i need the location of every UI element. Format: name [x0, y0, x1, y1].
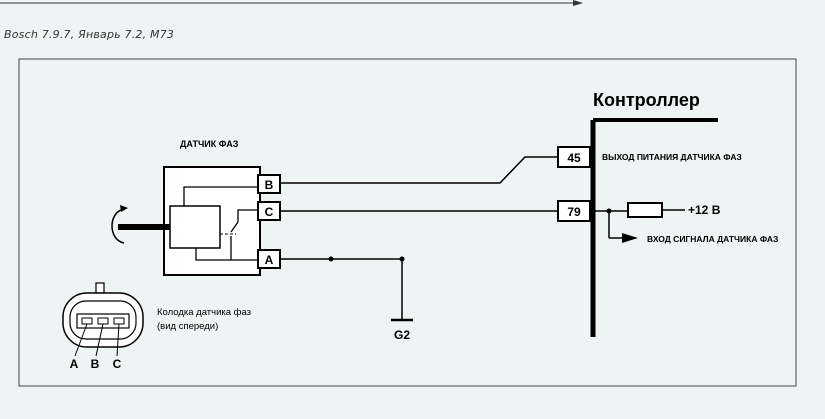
connector-label-line2: (вид спереди) [157, 321, 218, 332]
connector-pin-c: C [113, 357, 122, 371]
sensor-internal-a [195, 248, 258, 261]
sensor-internal-c [237, 209, 258, 222]
ground-label: G2 [394, 328, 410, 342]
sensor-internal-b [183, 186, 258, 206]
terminal-b-label: B [265, 178, 274, 192]
terminal-a-label: A [265, 253, 274, 267]
terminal-c-label: C [265, 205, 274, 219]
connector-pin-a: A [70, 357, 79, 371]
connector-lead-c [116, 323, 120, 357]
top-arrow-line [0, 0, 583, 6]
sensor-switch [230, 221, 239, 233]
supply-label: +12 В [688, 203, 721, 217]
pin-45-number: 45 [567, 151, 581, 165]
connector-socket-b [97, 317, 109, 325]
signal-arrow-head [622, 233, 638, 243]
connector-lead-a [74, 323, 88, 357]
connector-pin-b: B [91, 357, 100, 371]
pin-79-label: ВХОД СИГНАЛА ДАТЧИКА ФАЗ [647, 234, 778, 244]
rotation-arrow [111, 208, 125, 244]
connector-lead-b [95, 323, 104, 357]
sensor-element [169, 205, 221, 249]
wire-a-junction [328, 256, 334, 262]
connector-tab [95, 282, 105, 294]
pin-79-number: 79 [567, 205, 581, 219]
connector-socket-a [81, 317, 93, 325]
wire-b-to-45 [280, 156, 558, 184]
sensor-title: ДАТЧИК ФАЗ [180, 139, 239, 149]
connector-socket-c [113, 317, 125, 325]
pin-45-label: ВЫХОД ПИТАНИЯ ДАТЧИКА ФАЗ [602, 152, 742, 162]
diagram-caption: Bosch 7.9.7, Январь 7.2, М73 [4, 28, 175, 41]
connector-label-line1: Колодка датчика фаз [157, 307, 251, 318]
rotation-arrow-head [120, 205, 128, 212]
pullup-resistor [627, 202, 663, 218]
diagram-frame [18, 58, 797, 387]
connector-inner [69, 300, 137, 340]
terminal-b [257, 174, 281, 194]
controller-title: Контроллер [593, 90, 700, 110]
